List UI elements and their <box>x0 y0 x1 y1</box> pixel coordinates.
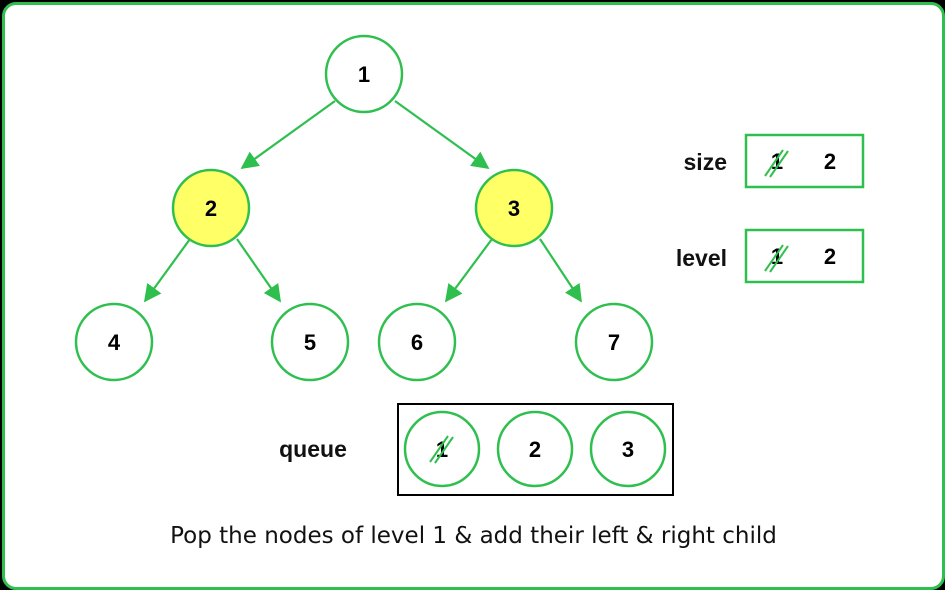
tree-node-4: 4 <box>74 302 154 382</box>
tree-node-2: 2 <box>171 168 251 248</box>
queue-box: 1 2 3 <box>397 403 674 496</box>
tree-node-3: 3 <box>474 168 554 248</box>
tree-node-7-label: 7 <box>608 330 620 355</box>
tree-node-3-label: 3 <box>508 196 520 221</box>
tree-node-5-label: 5 <box>304 330 316 355</box>
queue-item-1-strike-icon <box>429 435 454 464</box>
size-box: 1 2 <box>744 133 865 189</box>
queue-item-1: 1 <box>403 410 481 488</box>
edge-2-5 <box>236 238 282 303</box>
size-label: size <box>684 149 727 175</box>
edge-3-7 <box>539 238 582 303</box>
queue-item-2: 2 <box>496 410 574 488</box>
size-new-value: 2 <box>824 149 836 174</box>
edge-1-2 <box>240 100 336 170</box>
tree-diagram: 1 2 3 4 5 6 7 size 1 <box>74 34 865 496</box>
queue-item-2-label: 2 <box>529 437 541 462</box>
size-strike-icon <box>764 149 789 178</box>
tree-node-5: 5 <box>270 302 350 382</box>
edge-3-6 <box>444 238 493 303</box>
level-strike-icon <box>764 244 789 273</box>
tree-node-1: 1 <box>324 34 404 114</box>
edge-1-3 <box>394 100 490 170</box>
tree-node-4-label: 4 <box>108 330 121 355</box>
tree-node-6-label: 6 <box>411 330 423 355</box>
queue-label: queue <box>279 436 347 462</box>
queue-item-3: 3 <box>589 410 667 488</box>
caption: Pop the nodes of level 1 & add their lef… <box>170 523 777 549</box>
tree-node-7: 7 <box>574 302 654 382</box>
level-new-value: 2 <box>824 244 836 269</box>
tree-node-2-label: 2 <box>205 196 217 221</box>
level-label: level <box>676 245 727 271</box>
edge-2-4 <box>143 238 191 303</box>
tree-edges <box>143 100 582 303</box>
queue-item-3-label: 3 <box>622 437 634 462</box>
level-box: 1 2 <box>744 228 865 284</box>
tree-node-6: 6 <box>377 302 457 382</box>
tree-node-1-label: 1 <box>358 62 370 87</box>
